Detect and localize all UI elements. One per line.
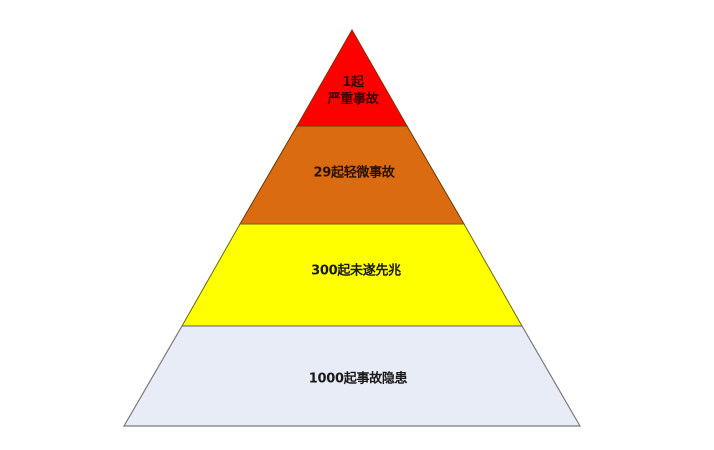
serious-accident-text: 严重事故 [327, 92, 379, 107]
hidden-hazard-text: 1000起事故隐患 [308, 371, 408, 387]
near-miss-label: 300起未遂先兆 [311, 263, 401, 280]
serious-accident-label: 1起 严重事故 [328, 74, 379, 108]
hidden-hazard-label: 1000起事故隐患 [308, 371, 408, 388]
minor-accident-text: 29起轻微事故 [313, 165, 395, 181]
serious-accident-count: 1起 [342, 75, 364, 90]
layer-hidden-hazard [122, 325, 582, 427]
near-miss-text: 300起未遂先兆 [311, 263, 401, 279]
minor-accident-label: 29起轻微事故 [314, 165, 395, 182]
